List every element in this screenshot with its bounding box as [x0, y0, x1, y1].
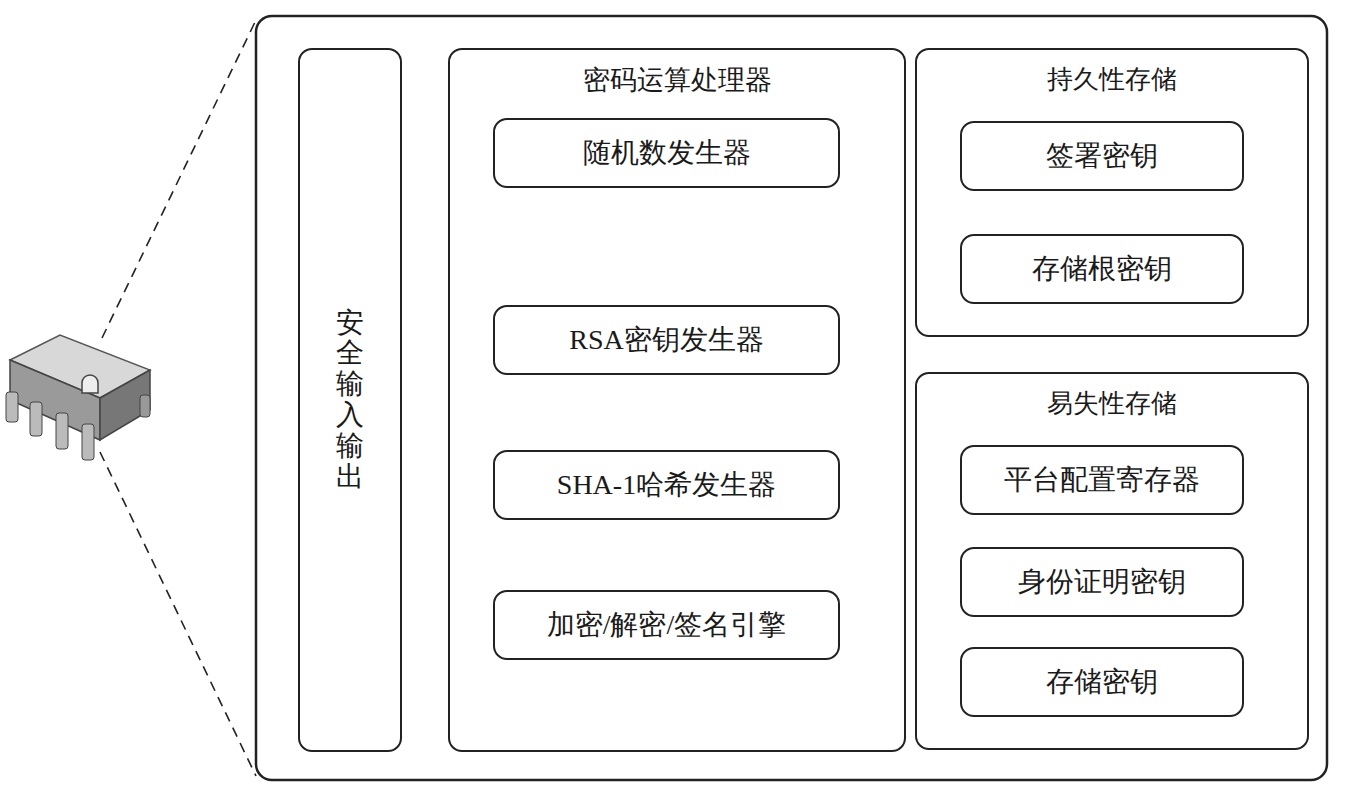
component-label: RSA密钥发生器 [569, 323, 763, 357]
io-column: 安全输入输出 [298, 48, 402, 752]
component-box: RSA密钥发生器 [493, 305, 840, 375]
chip-notch [82, 375, 98, 393]
component-label: 安全输入输出 [336, 308, 364, 493]
module-heading: 持久性存储 [917, 64, 1307, 96]
component-label: 随机数发生器 [583, 136, 751, 170]
component-box: 存储根密钥 [960, 234, 1244, 304]
chip-pin [140, 395, 150, 417]
zoom-line [102, 20, 256, 338]
module-box: 密码运算处理器随机数发生器 RSA密钥发生器 SHA-1哈希发生器加密/解密/签名引… [448, 48, 906, 752]
chip-icon [6, 335, 150, 460]
component-box: 签署密钥 [960, 121, 1244, 191]
component-box: 随机数发生器 [493, 118, 840, 188]
component-label: 存储密钥 [1046, 665, 1158, 699]
chip-side [100, 370, 150, 440]
component-box: SHA-1哈希发生器 [493, 450, 840, 520]
module-box: 持久性存储签署密钥存储根密钥 [915, 48, 1309, 337]
module-box: 易失性存储平台配置寄存器身份证明密钥存储密钥 [915, 372, 1309, 750]
zoom-line [100, 452, 256, 776]
chip-pin [82, 424, 94, 460]
chip-pin [30, 402, 42, 436]
component-box: 存储密钥 [960, 647, 1244, 717]
chip-outline [256, 16, 1327, 780]
component-label: 平台配置寄存器 [1004, 463, 1200, 497]
component-box: 身份证明密钥 [960, 547, 1244, 617]
component-box: 加密/解密/签名引擎 [493, 590, 840, 660]
component-label: 加密/解密/签名引擎 [547, 608, 787, 642]
chip-pin [56, 413, 68, 449]
component-label: 存储根密钥 [1032, 252, 1172, 286]
module-heading: 易失性存储 [917, 388, 1307, 420]
component-label: SHA-1哈希发生器 [557, 468, 776, 502]
component-label: 签署密钥 [1046, 139, 1158, 173]
module-heading: 密码运算处理器 [450, 64, 904, 96]
component-box: 平台配置寄存器 [960, 445, 1244, 515]
chip-pin [6, 392, 18, 422]
component-label: 身份证明密钥 [1018, 565, 1186, 599]
